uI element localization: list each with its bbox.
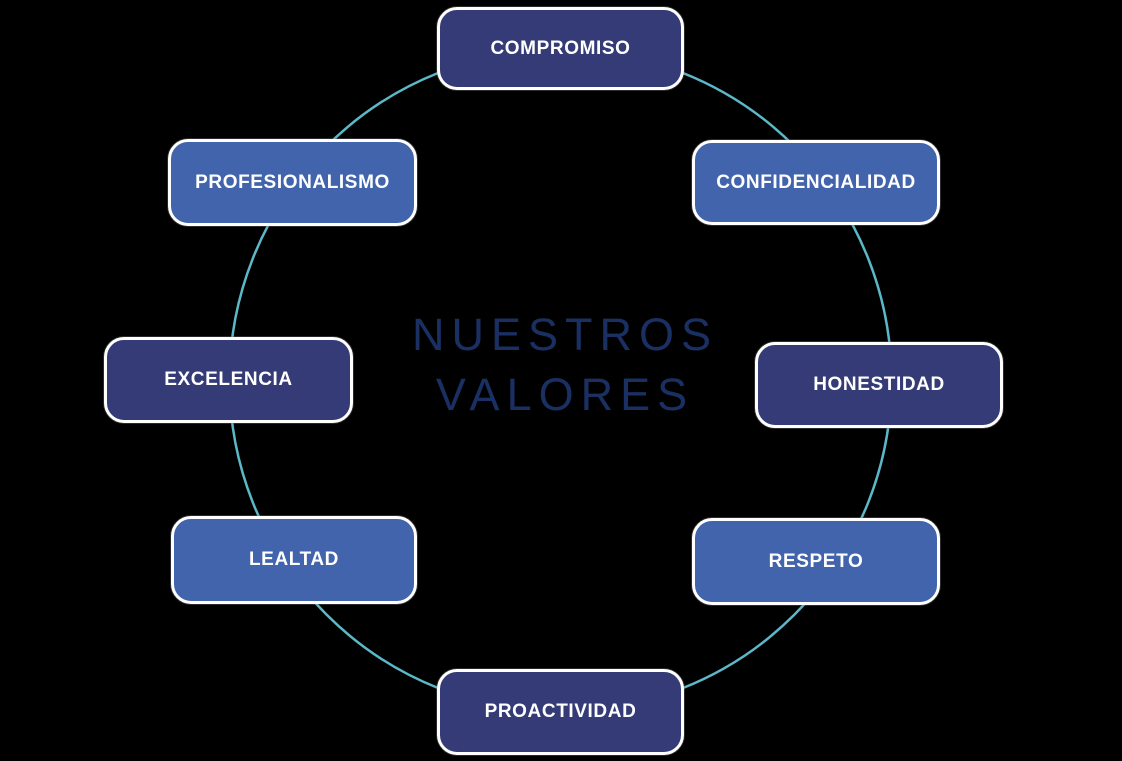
value-box-compromiso: COMPROMISO bbox=[437, 7, 684, 90]
value-box-confidencialidad: CONFIDENCIALIDAD bbox=[692, 140, 940, 225]
diagram-title: NUESTROS VALORES bbox=[360, 305, 770, 425]
diagram-title-line2: VALORES bbox=[435, 369, 695, 420]
value-label: PROACTIVIDAD bbox=[484, 701, 637, 722]
value-box-respeto: RESPETO bbox=[692, 518, 940, 605]
value-label: EXCELENCIA bbox=[164, 369, 293, 390]
diagram-title-line1: NUESTROS bbox=[411, 309, 719, 360]
value-label: CONFIDENCIALIDAD bbox=[716, 171, 916, 193]
value-box-honestidad: HONESTIDAD bbox=[755, 342, 1003, 428]
value-box-proactividad: PROACTIVIDAD bbox=[437, 669, 684, 755]
value-label: HONESTIDAD bbox=[813, 374, 945, 395]
value-box-profesionalismo: PROFESIONALISMO bbox=[168, 139, 417, 226]
value-label: LEALTAD bbox=[248, 549, 340, 570]
value-label: PROFESIONALISMO bbox=[195, 171, 390, 193]
value-box-lealtad: LEALTAD bbox=[171, 516, 417, 604]
value-box-excelencia: EXCELENCIA bbox=[104, 337, 353, 423]
value-label: COMPROMISO bbox=[490, 37, 631, 59]
value-label: RESPETO bbox=[768, 550, 864, 572]
